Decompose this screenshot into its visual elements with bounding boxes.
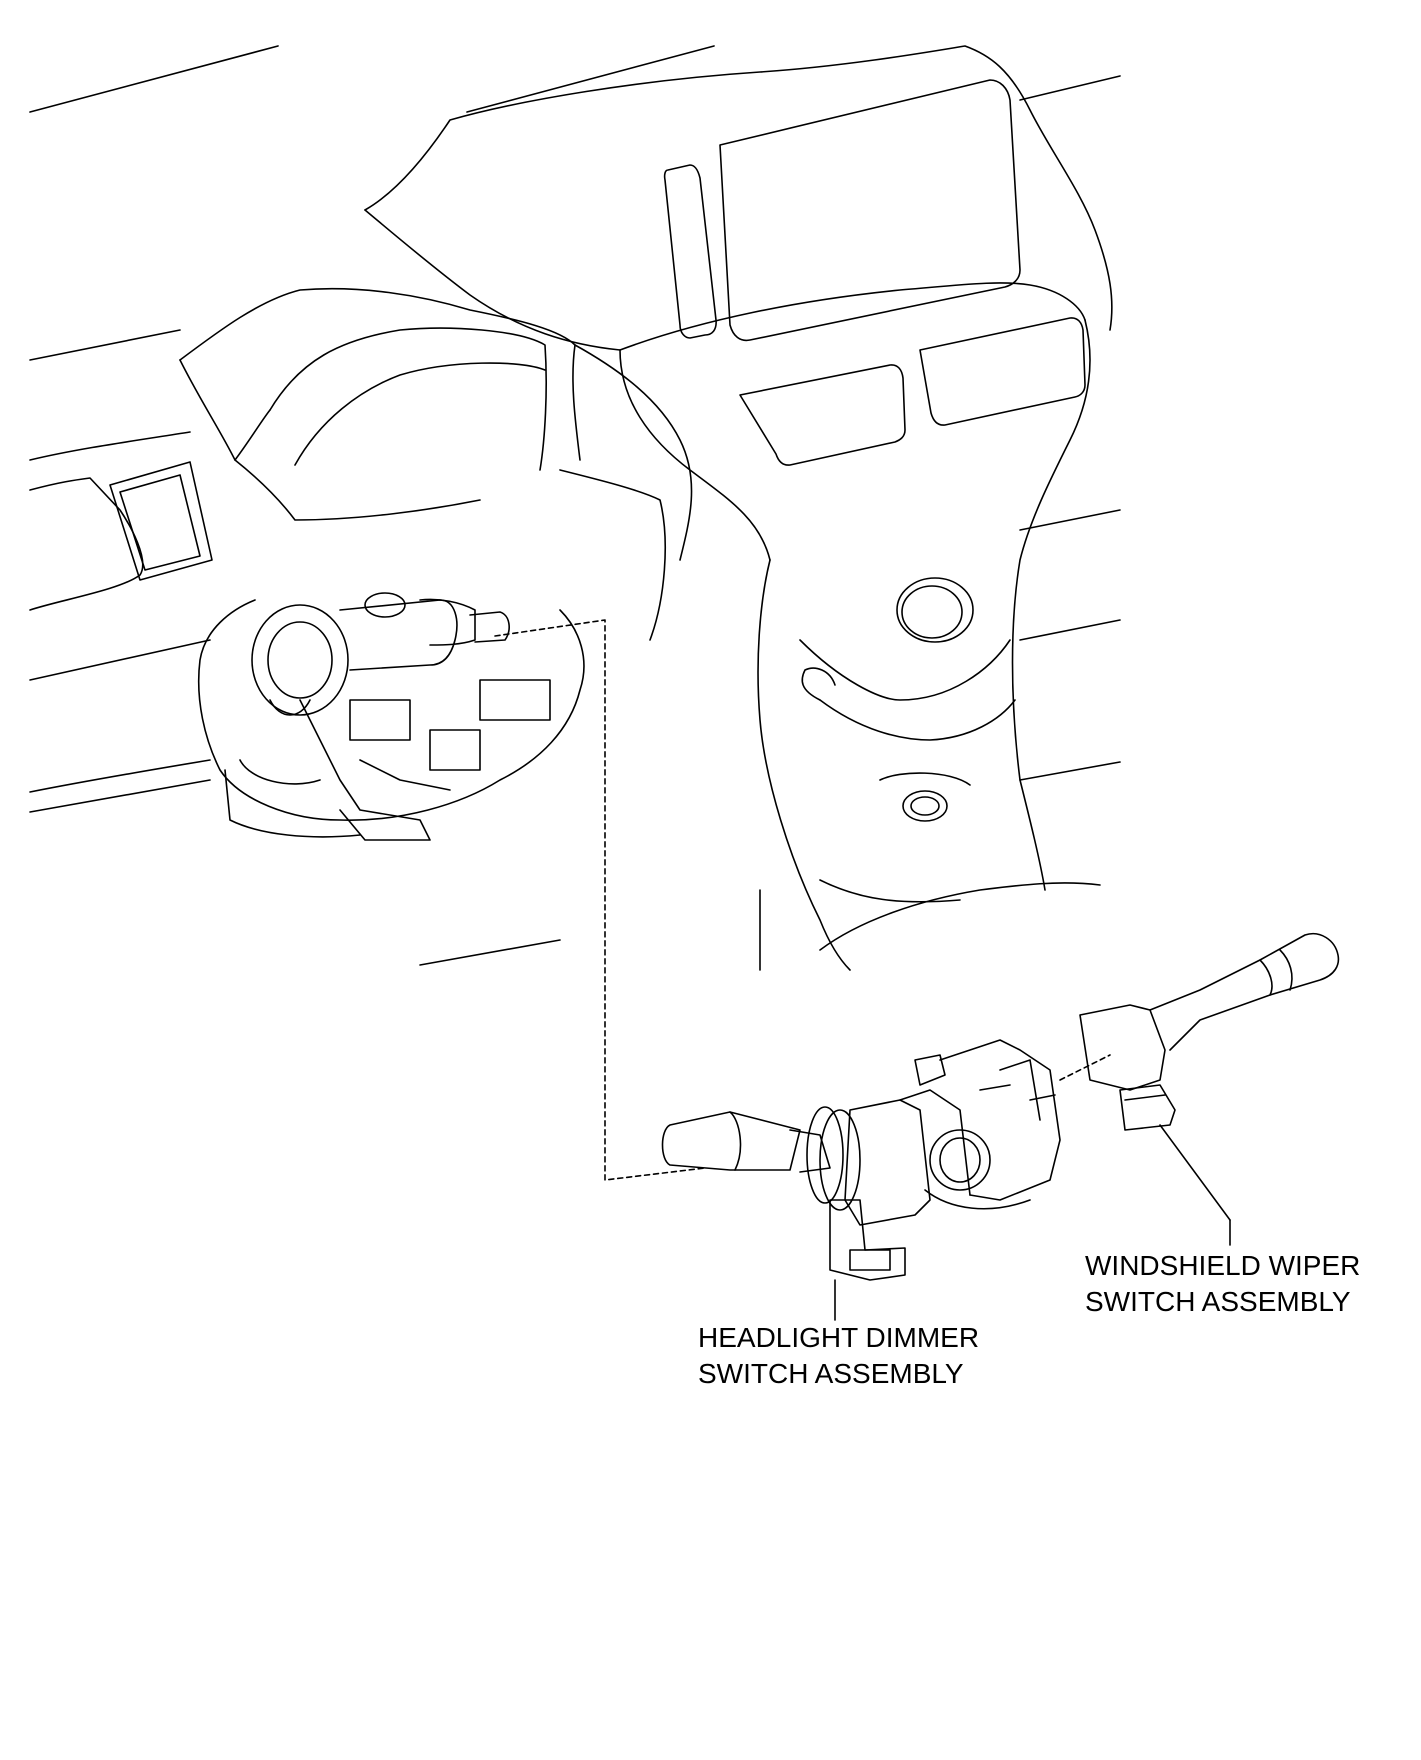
headlight-dimmer-switch-drawing	[663, 1040, 1061, 1320]
wiper-label-line2: SWITCH ASSEMBLY	[1085, 1286, 1351, 1317]
headlight-label-line2: SWITCH ASSEMBLY	[698, 1358, 964, 1389]
instrument-cluster-hood	[180, 289, 692, 640]
wiper-label-line1: WINDSHIELD WIPER	[1085, 1250, 1361, 1281]
center-stack	[420, 80, 1120, 970]
windshield-wiper-switch-label: WINDSHIELD WIPER SWITCH ASSEMBLY	[1085, 1248, 1360, 1320]
dashboard-outline	[30, 46, 1120, 812]
assembly-leader-lines	[495, 620, 1110, 1180]
headlight-dimmer-switch-label: HEADLIGHT DIMMER SWITCH ASSEMBLY	[698, 1320, 979, 1392]
headlight-label-line1: HEADLIGHT DIMMER	[698, 1322, 980, 1353]
windshield-wiper-switch-drawing	[1080, 934, 1338, 1245]
steering-column	[199, 593, 584, 840]
